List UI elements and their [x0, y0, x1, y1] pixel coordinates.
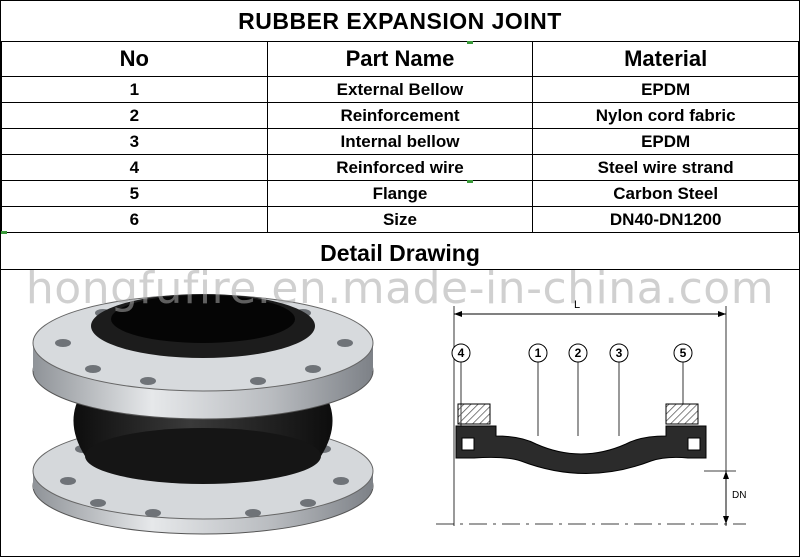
header-part-name: Part Name	[266, 41, 534, 77]
row-material: Nylon cord fabric	[532, 102, 799, 129]
row-part: Reinforced wire	[266, 154, 534, 181]
arrow-left	[454, 311, 462, 317]
watermark: hongfufire.en.made-in-china.com	[25, 263, 775, 314]
row-no: 3	[1, 128, 268, 155]
bellow-section	[455, 425, 707, 474]
left-flange-section	[457, 403, 491, 425]
row-no: 5	[1, 180, 268, 207]
row-material: EPDM	[532, 76, 799, 103]
row-no: 2	[1, 102, 268, 129]
right-bead-wire	[687, 437, 701, 451]
row-no: 1	[1, 76, 268, 103]
detail-drawing-title: Detail Drawing	[1, 237, 799, 270]
table-row: 3 Internal bellow EPDM	[1, 128, 799, 155]
arrow-right	[718, 311, 726, 317]
dn-arrow-top	[723, 471, 729, 479]
header-no: No	[1, 41, 268, 77]
row-part: Flange	[266, 180, 534, 207]
bore-opening	[111, 295, 295, 343]
table-row: 1 External Bellow EPDM	[1, 76, 799, 103]
row-part: Internal bellow	[266, 128, 534, 155]
callout-label: 4	[458, 346, 465, 360]
row-material: Steel wire strand	[532, 154, 799, 181]
dn-arrow-bottom	[723, 516, 729, 524]
expansion-joint-photo	[32, 294, 374, 535]
row-part: Size	[266, 206, 534, 233]
detail-cross-section: L 4 1 2 3 5	[436, 299, 746, 526]
callout-label: 2	[575, 346, 582, 360]
table-row: 5 Flange Carbon Steel	[1, 180, 799, 207]
right-flange-section	[665, 403, 699, 425]
callout-label: 5	[680, 346, 687, 360]
dn-label: DN	[732, 490, 746, 501]
spec-table: RUBBER EXPANSION JOINT No Part Name Mate…	[1, 1, 799, 233]
table-row: 2 Reinforcement Nylon cord fabric	[1, 102, 799, 129]
left-bead-wire	[461, 437, 475, 451]
table-title: RUBBER EXPANSION JOINT	[1, 1, 799, 42]
corner-mark	[467, 180, 473, 183]
row-material: DN40-DN1200	[532, 206, 799, 233]
corner-mark	[1, 231, 7, 234]
table-row: 6 Size DN40-DN1200	[1, 206, 799, 233]
row-part: External Bellow	[266, 76, 534, 103]
corner-mark	[467, 41, 473, 44]
callout-label: 1	[535, 346, 542, 360]
row-part: Reinforcement	[266, 102, 534, 129]
rubber-bellow-base	[85, 428, 321, 484]
callout-label: 3	[616, 346, 623, 360]
length-label: L	[574, 299, 580, 311]
row-no: 4	[1, 154, 268, 181]
header-material: Material	[532, 41, 799, 77]
callouts: 4 1 2 3 5	[451, 343, 693, 363]
row-no: 6	[1, 206, 268, 233]
row-material: Carbon Steel	[532, 180, 799, 207]
row-material: EPDM	[532, 128, 799, 155]
table-row: 4 Reinforced wire Steel wire strand	[1, 154, 799, 181]
